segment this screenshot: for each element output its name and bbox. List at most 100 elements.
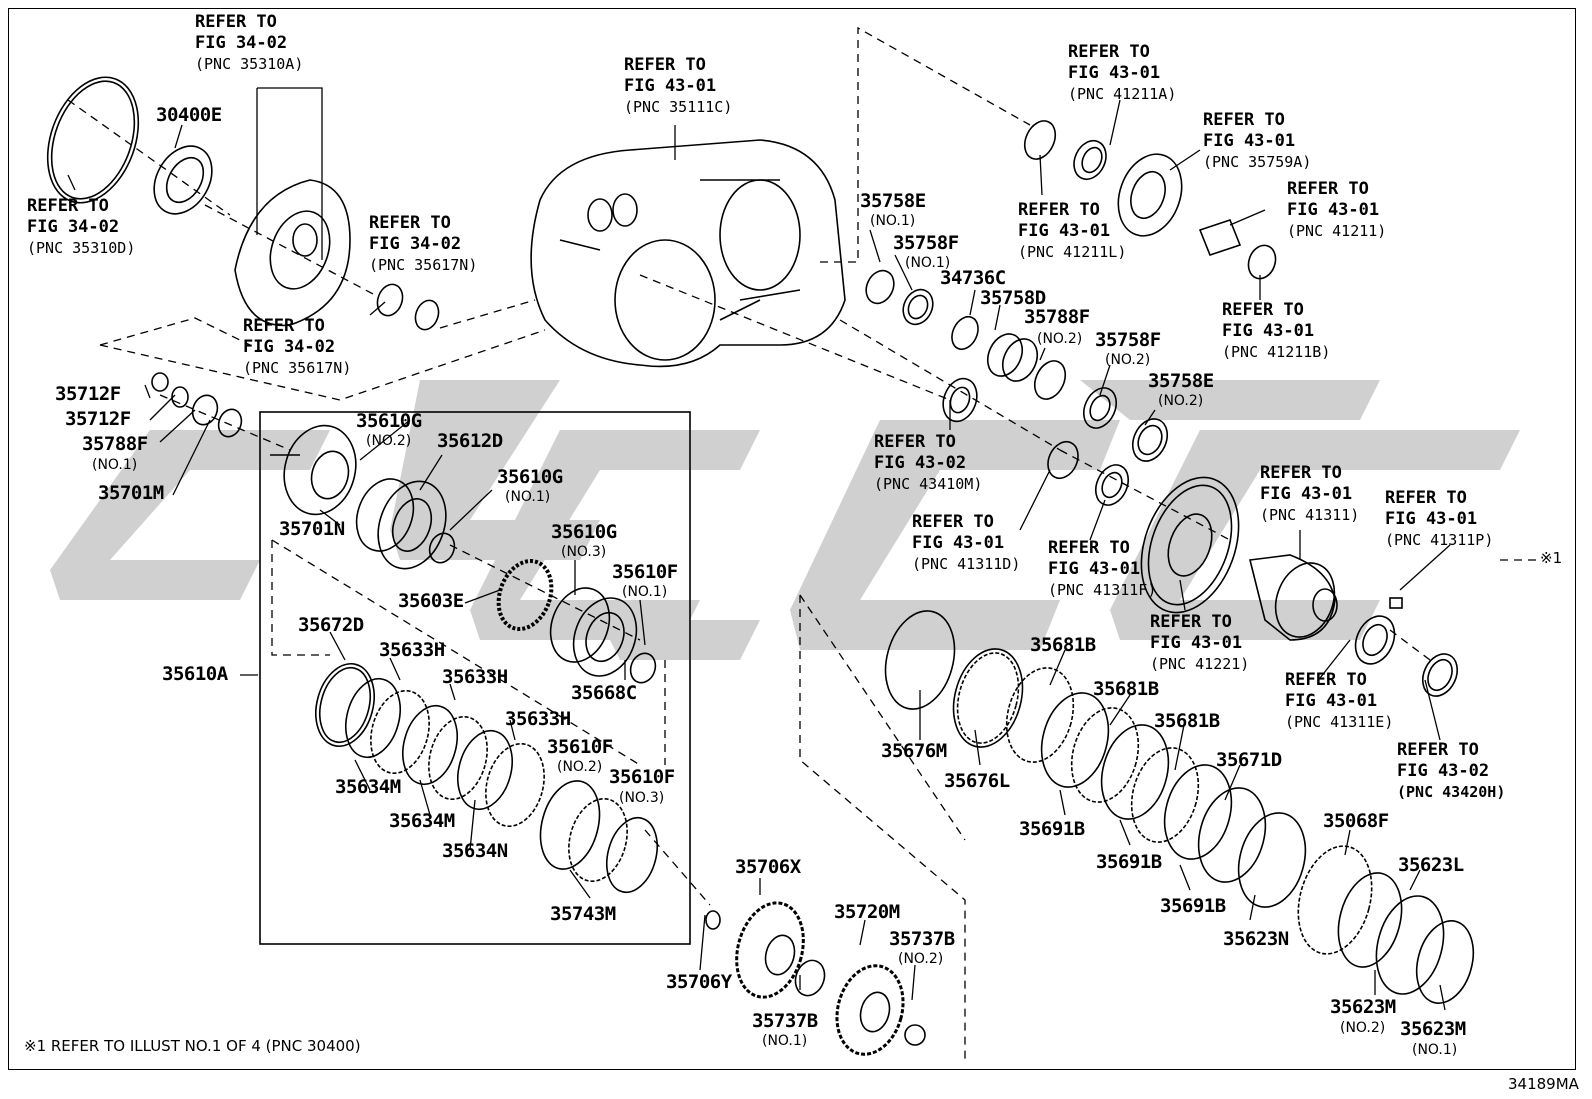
ref-line1: REFER TO <box>1150 612 1232 632</box>
part-label[interactable]: 35610G <box>497 466 563 488</box>
part-label[interactable]: 35691B <box>1160 895 1226 917</box>
ref-block: REFER TO FIG 43-01 (PNC 41211L) <box>1018 200 1126 263</box>
ref-line2: FIG 43-01 <box>1287 200 1380 220</box>
ref-line1: REFER TO <box>27 196 109 216</box>
part-label[interactable]: 35720M <box>834 901 900 923</box>
part-label[interactable]: 35758E <box>1148 370 1214 392</box>
ref-pnc: (PNC 41311D) <box>912 555 1021 573</box>
ref-line1: REFER TO <box>195 12 277 32</box>
part-label[interactable]: 35691B <box>1096 851 1162 873</box>
part-label[interactable]: 35712F <box>55 383 121 405</box>
part-label[interactable]: 35788F <box>1024 306 1090 328</box>
part-label[interactable]: 35610A <box>162 663 228 685</box>
part-label[interactable]: 35758F <box>1095 329 1161 351</box>
part-label[interactable]: 35701M <box>98 482 164 504</box>
part-label[interactable]: 35633H <box>442 666 508 688</box>
part-label[interactable]: 35610G <box>551 521 617 543</box>
part-note: (NO.1) <box>762 1033 808 1049</box>
part-label[interactable]: 35610G <box>356 410 422 432</box>
brake-pack-group <box>884 610 1475 1004</box>
part-label[interactable]: 35758D <box>980 287 1046 309</box>
ref-block: REFER TO FIG 43-01 (PNC 41211) <box>1287 179 1386 242</box>
ref-line1: REFER TO <box>624 55 706 75</box>
ref-line2: FIG 43-01 <box>1385 509 1478 529</box>
ref-line2: FIG 43-01 <box>912 533 1005 553</box>
footnote-mark: ※1 <box>1540 549 1563 567</box>
ref-pnc: (PNC 35310D) <box>27 239 136 257</box>
part-label[interactable]: 35623M <box>1330 996 1396 1018</box>
ref-block: REFER TO FIG 34-02 (PNC 35617N) <box>369 213 477 276</box>
ref-pnc: (PNC 35111C) <box>624 98 733 116</box>
ref-line1: REFER TO <box>1260 463 1342 483</box>
ref-block: REFER TO FIG 34-02 (PNC 35310A) <box>195 12 303 75</box>
part-label[interactable]: 35633H <box>379 639 445 661</box>
part-label[interactable]: 35633H <box>505 708 571 730</box>
part-label[interactable]: 35634M <box>389 810 455 832</box>
ref-block: REFER TO FIG 34-02 (PNC 35617N) <box>243 316 351 379</box>
part-label[interactable]: 35612D <box>437 430 503 452</box>
part-label[interactable]: 35676M <box>881 740 947 762</box>
part-label[interactable]: 35668C <box>571 682 637 704</box>
transaxle-housing <box>530 139 846 368</box>
part-label[interactable]: 35681B <box>1154 710 1220 732</box>
part-label[interactable]: 35672D <box>298 614 364 636</box>
part-label[interactable]: 35691B <box>1019 818 1085 840</box>
part-note: (NO.2) <box>366 433 412 449</box>
part-note: (NO.3) <box>619 790 665 806</box>
ref-line2: FIG 34-02 <box>369 234 462 254</box>
part-label[interactable]: 35788F <box>82 433 148 455</box>
part-label[interactable]: 35681B <box>1030 634 1096 656</box>
part-label[interactable]: 35610F <box>612 561 678 583</box>
ref-pnc: (PNC 41311E) <box>1285 713 1394 731</box>
part-label[interactable]: 34736C <box>940 267 1006 289</box>
part-label[interactable]: 35634M <box>335 776 401 798</box>
part-label[interactable]: 35758E <box>860 190 926 212</box>
part-note: (NO.1) <box>92 457 138 473</box>
counter-shaft-group <box>865 120 1277 506</box>
part-label[interactable]: 35068F <box>1323 810 1389 832</box>
part-label[interactable]: 35737B <box>752 1010 818 1032</box>
part-label[interactable]: 35671D <box>1216 749 1282 771</box>
ref-pnc: (PNC 35759A) <box>1203 153 1312 171</box>
part-label[interactable]: 35634N <box>442 840 508 862</box>
part-label[interactable]: 35610F <box>547 736 613 758</box>
ref-line2: FIG 34-02 <box>195 33 288 53</box>
part-label[interactable]: 35758F <box>893 232 959 254</box>
part-label[interactable]: 35712F <box>65 408 131 430</box>
part-label[interactable]: 35706X <box>735 856 801 878</box>
ref-block: REFER TO FIG 43-01 (PNC 41311) <box>1260 463 1359 526</box>
part-label[interactable]: 35681B <box>1093 678 1159 700</box>
ref-line2: FIG 43-01 <box>1285 691 1378 711</box>
part-label[interactable]: 35623L <box>1398 854 1464 876</box>
part-label[interactable]: 35701N <box>279 518 345 540</box>
oil-pump-group <box>46 76 440 331</box>
part-label[interactable]: 35623N <box>1223 928 1289 950</box>
part-note: (NO.2) <box>1340 1020 1386 1036</box>
part-label[interactable]: 30400E <box>156 104 222 126</box>
part-label[interactable]: 35737B <box>889 928 955 950</box>
ref-pnc: (PNC 41211L) <box>1018 243 1127 261</box>
ref-block: REFER TO FIG 43-02 (PNC 43420H) <box>1397 740 1505 803</box>
ref-line1: REFER TO <box>874 432 956 452</box>
ref-line1: REFER TO <box>1222 300 1304 320</box>
part-label[interactable]: 35706Y <box>666 971 732 993</box>
diagram-frame <box>8 8 1576 1070</box>
part-label[interactable]: 35610F <box>609 766 675 788</box>
ref-pnc: (PNC 43420H) <box>1397 783 1506 801</box>
part-label[interactable]: 35603E <box>398 590 464 612</box>
leader-lines <box>67 87 1451 1011</box>
ref-block: REFER TO FIG 43-01 (PNC 41311P) <box>1385 488 1493 551</box>
ref-line2: FIG 43-02 <box>874 453 967 473</box>
ref-block: REFER TO FIG 34-02 (PNC 35310D) <box>27 196 135 259</box>
dashed-guides <box>67 26 1540 1060</box>
part-note: (NO.1) <box>622 584 668 600</box>
part-label[interactable]: 35623M <box>1400 1018 1466 1040</box>
ref-pnc: (PNC 41211B) <box>1222 343 1331 361</box>
ref-block: REFER TO FIG 43-01 (PNC 35111C) <box>624 55 732 118</box>
ref-block: REFER TO FIG 43-01 (PNC 41211B) <box>1222 300 1330 363</box>
ref-pnc: (PNC 41211) <box>1287 222 1387 240</box>
differential-group <box>1140 476 1459 697</box>
part-label[interactable]: 35743M <box>550 903 616 925</box>
part-label[interactable]: 35676L <box>944 770 1010 792</box>
ref-block: REFER TO FIG 43-01 (PNC 35759A) <box>1203 110 1311 173</box>
